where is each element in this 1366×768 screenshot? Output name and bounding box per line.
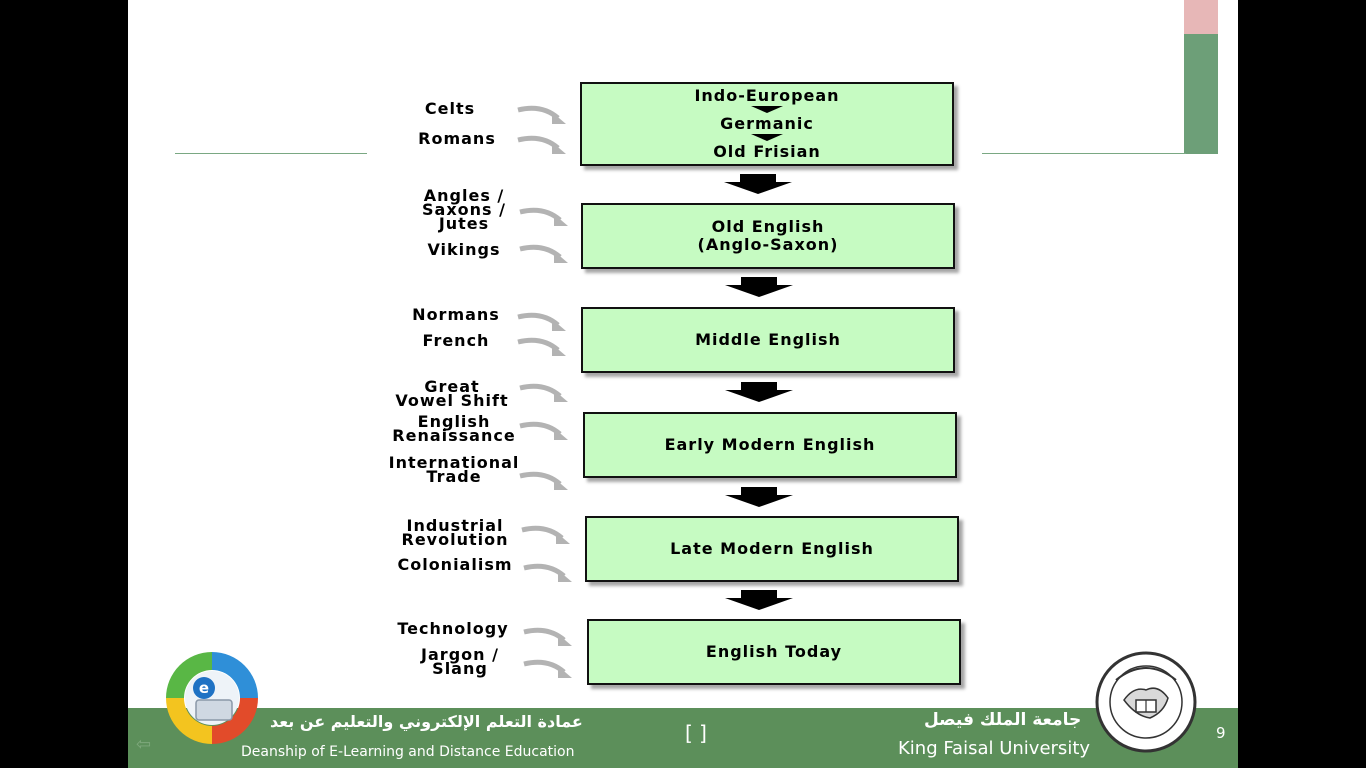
influence-label: Technology	[397, 619, 509, 638]
influence-label: Colonialism	[397, 555, 513, 574]
down-arrow-icon	[725, 382, 793, 402]
influence-label: Angles / Saxons / Jutes	[422, 186, 506, 233]
stage-box: Late Modern English	[585, 516, 959, 582]
influence-label: Romans	[418, 129, 496, 148]
stage-label: English Today	[705, 642, 843, 661]
divider-right	[982, 153, 1186, 154]
stage-label: Old English	[711, 217, 825, 236]
university-arabic-name: جامعة الملك فيصل	[924, 710, 1082, 730]
stage-label: Germanic	[720, 114, 814, 133]
bracket-placeholder: [ ]	[685, 721, 707, 745]
grey-arrow-icon	[523, 627, 572, 646]
page-number: 9	[1216, 724, 1226, 742]
svg-text:e: e	[199, 679, 209, 697]
influence-label: Industrial Revolution	[401, 516, 509, 549]
mini-arrow-icon	[751, 134, 783, 141]
accent-block-pink	[1184, 0, 1218, 34]
grey-arrow-icon	[517, 312, 566, 331]
influence-label: English Renaissance	[392, 412, 516, 445]
stage-label: Indo-European	[694, 86, 840, 105]
grey-arrow-icon	[517, 135, 566, 154]
stage-label: Old Frisian	[713, 142, 821, 161]
influence-label: Normans	[412, 305, 500, 324]
grey-arrow-icon	[519, 383, 568, 402]
grey-arrow-icon	[517, 105, 566, 124]
stage-label: Middle English	[695, 330, 841, 349]
stage-label: Early Modern English	[664, 435, 876, 454]
footer-bar: ⇦ عمادة التعلم الإلكتروني والتعليم عن بع…	[128, 708, 1238, 768]
stage-box: Middle English	[581, 307, 955, 373]
grey-arrow-icon	[523, 563, 572, 582]
grey-arrow-icon	[519, 207, 568, 226]
down-arrow-icon	[725, 487, 793, 507]
stage-label: Late Modern English	[670, 539, 874, 558]
university-english-name: King Faisal University	[898, 738, 1091, 759]
down-arrow-icon	[725, 277, 793, 297]
grey-arrow-icon	[519, 244, 568, 263]
grey-arrow-icon	[517, 337, 566, 356]
grey-arrow-icon	[521, 525, 570, 544]
grey-arrow-icon	[519, 421, 568, 440]
down-arrow-icon	[724, 174, 792, 194]
accent-block-green	[1184, 34, 1218, 154]
stage-box: English Today	[587, 619, 961, 685]
grey-arrow-icon	[519, 471, 568, 490]
stage-box: Old English (Anglo-Saxon)	[581, 203, 955, 269]
deanship-arabic-name: عمادة التعلم الإلكتروني والتعليم عن بعد	[270, 712, 583, 731]
mini-arrow-icon	[751, 106, 783, 113]
influence-label: Jargon / Slang	[421, 645, 499, 678]
down-arrow-icon	[725, 590, 793, 610]
university-seal-icon	[1095, 651, 1197, 753]
stage-box: Indo-European Germanic Old Frisian	[580, 82, 954, 166]
influence-label: French	[422, 331, 490, 350]
influence-label: Vikings	[427, 240, 501, 259]
back-arrow-icon[interactable]: ⇦	[136, 734, 152, 755]
influence-label: International Trade	[388, 453, 520, 486]
influence-label: Celts	[424, 99, 476, 118]
stage-label: (Anglo-Saxon)	[697, 235, 839, 254]
grey-arrow-icon	[523, 659, 572, 678]
e-learning-logo-icon: e	[166, 652, 258, 744]
stage-box: Early Modern English	[583, 412, 957, 478]
divider-left	[175, 153, 367, 154]
deanship-english-name: Deanship of E-Learning and Distance Educ…	[241, 744, 575, 760]
influence-label: Great Vowel Shift	[395, 377, 509, 410]
slide: Indo-European Germanic Old Frisian Old E…	[128, 0, 1238, 768]
